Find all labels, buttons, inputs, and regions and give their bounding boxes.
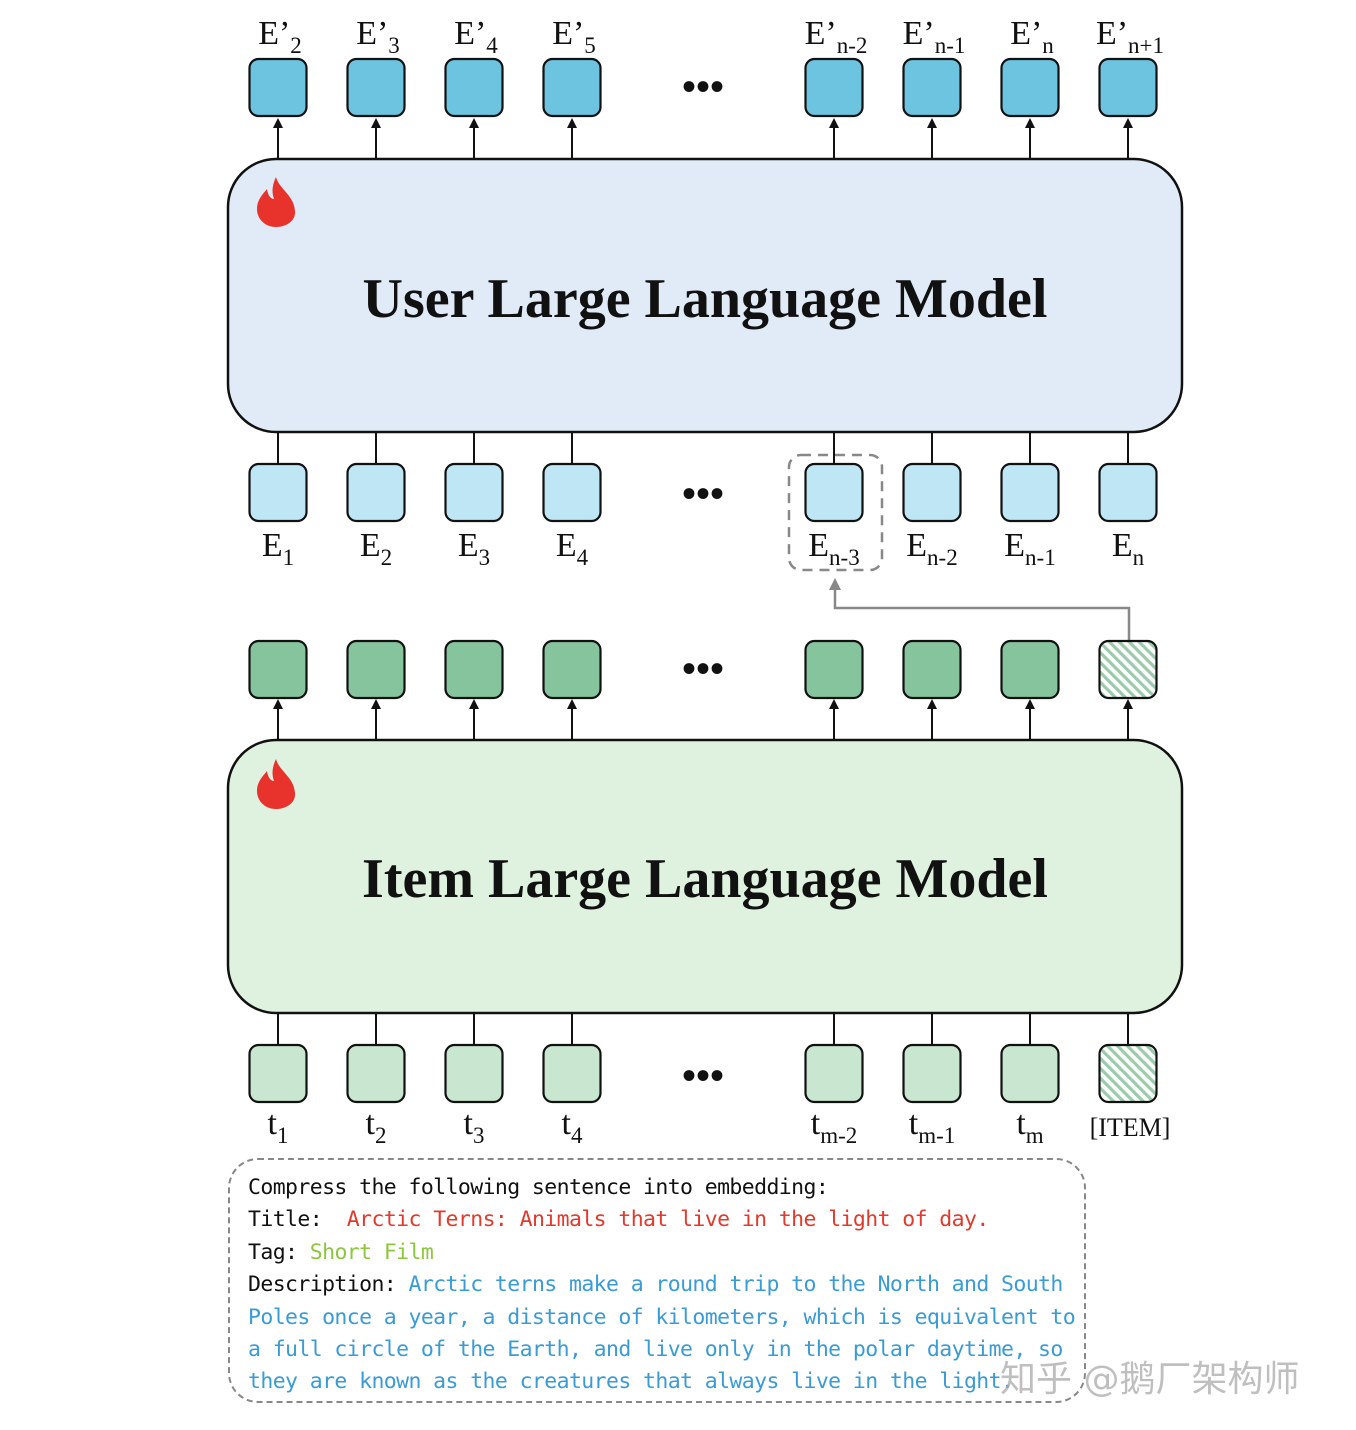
user-input-token <box>1000 462 1060 523</box>
item-input-label: t4 <box>562 1105 583 1148</box>
user-output-token <box>902 57 962 118</box>
user-output-label: E’4 <box>454 15 498 58</box>
tag-value: Short Film <box>309 1239 434 1265</box>
item-input-token <box>248 1043 308 1104</box>
prompt-title-line: Title: Arctic Terns: Animals that live i… <box>248 1204 1084 1236</box>
user-output-label: E’2 <box>258 15 302 58</box>
user-input-token <box>542 462 602 523</box>
item-output-token <box>444 639 504 700</box>
user-input-token <box>902 462 962 523</box>
user-llm-block <box>226 157 1184 434</box>
tag-key: Tag: <box>248 1239 298 1265</box>
flame-icon <box>257 177 296 227</box>
item-output-token <box>542 639 602 700</box>
item-input-token <box>542 1043 602 1104</box>
user-input-label: E2 <box>360 527 392 570</box>
ellipsis: ••• <box>682 1053 724 1098</box>
user-output-label: E’n-1 <box>903 15 966 58</box>
user-input-label: En-2 <box>906 527 957 570</box>
item-input-label: t2 <box>366 1105 387 1148</box>
user-output-label: E’n-2 <box>805 15 868 58</box>
description-text: they are known as the creatures that alw… <box>248 1369 1014 1395</box>
item-input-label: tm <box>1016 1105 1043 1148</box>
item-input-label: t3 <box>464 1105 485 1148</box>
item-input-label: tm-2 <box>811 1105 858 1148</box>
item-input-token <box>444 1043 504 1104</box>
user-output-token <box>346 57 406 118</box>
user-input-label: En <box>1112 527 1145 570</box>
ellipsis: ••• <box>682 64 724 109</box>
item-llm-block <box>226 738 1184 1015</box>
user-output-token <box>542 57 602 118</box>
user-output-label: E’n+1 <box>1096 15 1164 58</box>
user-input-token <box>804 462 864 523</box>
ellipsis: ••• <box>682 471 724 516</box>
user-input-token <box>346 462 406 523</box>
item-output-token <box>804 639 864 700</box>
user-input-label: E1 <box>262 527 294 570</box>
item-input-token <box>902 1043 962 1104</box>
user-output-label: E’5 <box>552 15 596 58</box>
description-text: Arctic terns make a round trip to the No… <box>408 1272 1064 1298</box>
user-output-token <box>804 57 864 118</box>
flame-icon <box>257 759 296 809</box>
ellipsis: ••• <box>682 646 724 691</box>
user-input-token <box>1098 462 1158 523</box>
user-output-label: E’3 <box>356 15 400 58</box>
user-input-token <box>248 462 308 523</box>
item-output-token <box>346 639 406 700</box>
item-output-token <box>248 639 308 700</box>
user-input-label: E3 <box>458 527 490 570</box>
user-input-token <box>444 462 504 523</box>
user-input-label: En-3 <box>808 527 859 570</box>
description-key: Description: <box>248 1272 397 1298</box>
item-output-token <box>902 639 962 700</box>
watermark: 知乎 @鹅厂架构师 <box>1000 1359 1300 1400</box>
item-input-token <box>1000 1043 1060 1104</box>
item-input-label: tm-1 <box>909 1105 956 1148</box>
item-input-token <box>804 1043 864 1104</box>
description-text: a full circle of the Earth, and live onl… <box>248 1336 1063 1362</box>
title-value: Arctic Terns: Animals that live in the l… <box>346 1207 990 1233</box>
prompt-box: Compress the following sentence into emb… <box>228 1158 1086 1403</box>
item-output-token <box>1000 639 1060 700</box>
prompt-description-line: Description: Arctic terns make a round t… <box>248 1269 1084 1301</box>
token-layer: E’2 E’3 E’4 E’5 E’n-2 E’n-1 E’n E’n+1E1 E2 E3 E4 En… <box>248 15 1164 1148</box>
item-input-label: t1 <box>268 1105 289 1148</box>
user-output-token <box>248 57 308 118</box>
user-output-token <box>1000 57 1060 118</box>
item-embedding-connector <box>829 578 1131 641</box>
item-token-label: [ITEM] <box>1090 1113 1171 1142</box>
highlight-box <box>787 453 884 572</box>
user-output-token <box>1098 57 1158 118</box>
item-special-token <box>1098 1043 1158 1104</box>
item-embedding-token <box>1098 639 1158 700</box>
title-key: Title: <box>248 1207 323 1233</box>
user-output-label: E’n <box>1010 15 1054 58</box>
prompt-tag-line: Tag: Short Film <box>248 1237 1084 1269</box>
user-llm-title: User Large Language Model <box>363 268 1048 330</box>
description-text: Poles once a year, a distance of kilomet… <box>248 1304 1076 1330</box>
item-input-token <box>346 1043 406 1104</box>
user-input-label: En-1 <box>1004 527 1055 570</box>
item-llm-title: Item Large Language Model <box>362 848 1048 910</box>
prompt-instruction: Compress the following sentence into emb… <box>248 1175 829 1200</box>
user-input-label: E4 <box>556 527 589 570</box>
user-output-token <box>444 57 504 118</box>
